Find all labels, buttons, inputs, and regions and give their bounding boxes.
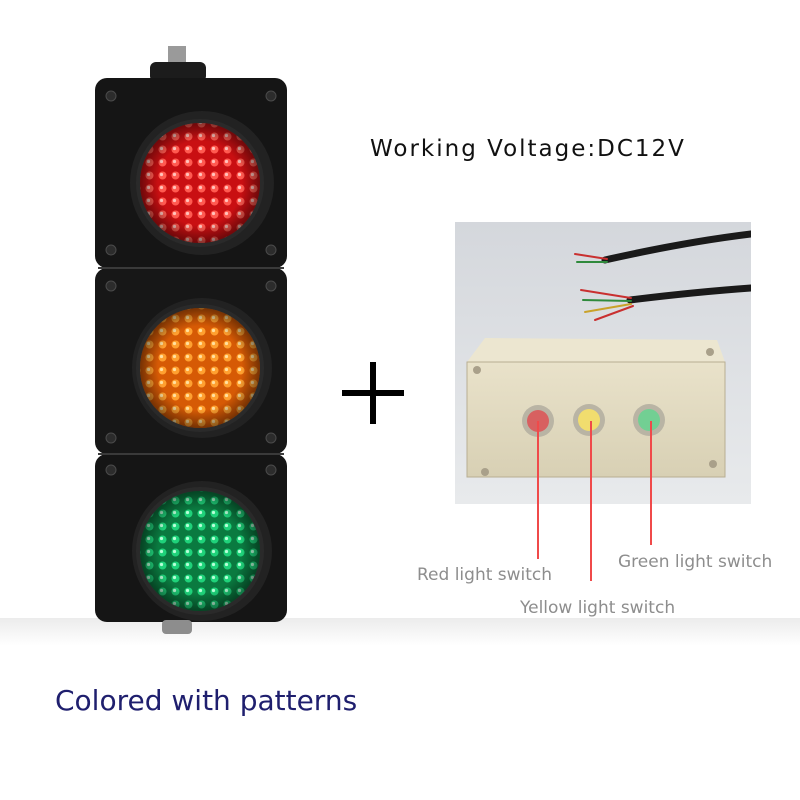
green-switch-label: Green light switch [618, 552, 773, 572]
plus-sign [342, 362, 404, 424]
switch-box-photo [455, 222, 751, 504]
red-switch-label: Red light switch [417, 565, 553, 585]
top-bracket [150, 62, 206, 82]
floor-shadow [0, 618, 800, 646]
top-bolt [168, 46, 186, 66]
cables [574, 230, 751, 321]
green-switch-button [633, 404, 665, 436]
green-lamp [136, 487, 264, 615]
bottom-bolt [162, 620, 192, 634]
red-lamp [136, 119, 264, 247]
yellow-leader-line [590, 421, 592, 581]
yellow-switch-button [573, 404, 605, 436]
yellow-lamp [136, 304, 264, 432]
caption: Colored with patterns [55, 684, 358, 717]
yellow-switch-label: Yellow light switch [520, 598, 676, 618]
green-leader-line [650, 421, 652, 545]
traffic-light [95, 46, 287, 634]
voltage-text: Working Voltage:DC12V [370, 136, 686, 162]
red-leader-line [537, 421, 539, 559]
